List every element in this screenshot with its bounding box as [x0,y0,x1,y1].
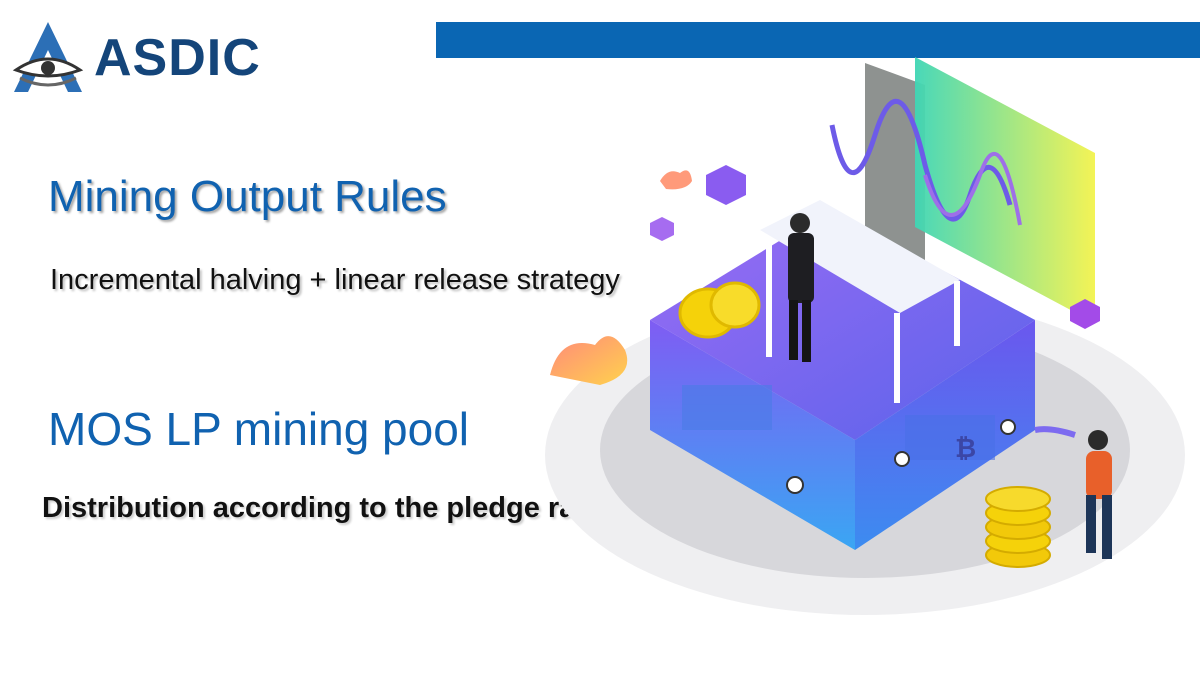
platform-top [650,210,1035,440]
cube-icon [706,165,746,205]
port-icon [786,476,804,494]
logo-mark-icon [12,22,84,92]
platform-side-left [650,320,855,550]
bitcoin-symbol-icon: ₿ [955,433,976,463]
worker-leg [1086,495,1096,553]
port-icon [1000,419,1016,435]
screen-wave-2 [923,151,1022,226]
desk-leg [954,281,960,346]
worker-head [1088,430,1108,450]
desk-leg [894,313,900,403]
person-leg [789,300,798,360]
coin-stack [985,486,1051,568]
title-mos-lp-pool: MOS LP mining pool [48,403,470,455]
platform-panel-right [905,415,995,460]
cloud-icon [550,336,628,385]
person-body [788,233,814,303]
cube-icon [1070,299,1100,329]
person-head [790,213,810,233]
cloud-icon [660,170,692,190]
worker-body [1086,451,1112,499]
top-accent-bar [436,22,1200,58]
title-mining-output-rules: Mining Output Rules [48,172,447,221]
desk-top [760,200,960,313]
subtitle-halving-strategy: Incremental halving + linear release str… [50,264,620,296]
pipe [1034,426,1076,438]
desk-leg [766,237,772,357]
platform-panel-left [682,385,772,430]
person-leg [802,300,811,362]
logo-text: ASDIC [94,29,261,87]
bitcoin-coin-icon [709,281,761,329]
mining-illustration: ₿ [530,55,1200,615]
cube-icon [650,217,674,241]
worker-leg [1102,495,1112,559]
logo: ASDIC [6,20,286,100]
subtitle-pledge-ratio: Distribution according to the pledge rat… [42,492,611,524]
port-icon [894,451,910,467]
